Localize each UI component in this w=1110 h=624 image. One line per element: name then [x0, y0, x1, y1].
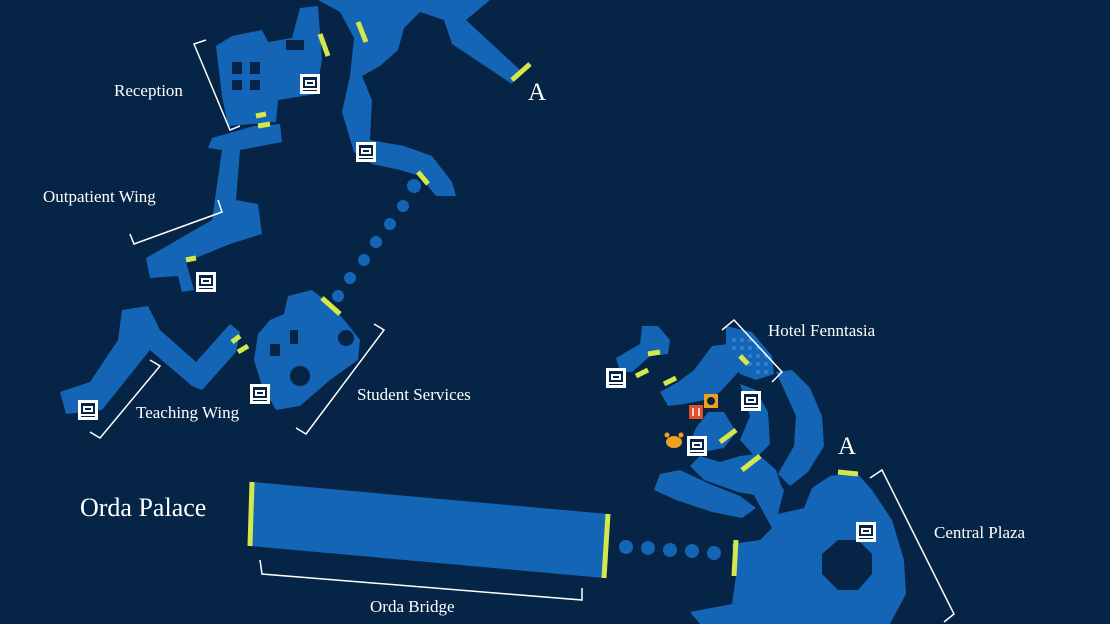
reception-building[interactable] — [216, 6, 322, 126]
bracket-outpatient — [129, 199, 223, 245]
elevator-icon[interactable] — [196, 272, 216, 292]
label-orda-palace: Orda Palace — [80, 493, 206, 522]
label-teaching-wing: Teaching Wing — [136, 403, 240, 422]
label-reception: Reception — [114, 81, 183, 100]
elevator-icon[interactable] — [606, 368, 626, 388]
label-hotel: Hotel Fenntasia — [768, 321, 876, 340]
bracket-student-services — [295, 323, 386, 435]
elevator-icon[interactable] — [856, 522, 876, 542]
bracket-teaching — [89, 359, 162, 439]
hotel-cluster[interactable] — [616, 326, 824, 518]
entrances — [185, 21, 859, 579]
elevator-icon[interactable] — [78, 400, 98, 420]
label-orda-bridge: Orda Bridge — [370, 597, 455, 616]
teaching-wing-building[interactable] — [60, 306, 240, 414]
elevator-icon[interactable] — [356, 142, 376, 162]
outpatient-building[interactable] — [146, 124, 282, 292]
restaurant-icon[interactable] — [689, 405, 703, 419]
skywalk-dots-north — [332, 179, 421, 302]
bracket-orda-bridge — [259, 559, 583, 601]
central-plaza-building[interactable] — [690, 462, 906, 624]
north-hall-building[interactable] — [318, 0, 520, 196]
bracket-central-plaza — [869, 468, 955, 623]
elevator-icon[interactable] — [687, 436, 707, 456]
pet-icon[interactable] — [664, 432, 684, 449]
label-central-plaza: Central Plaza — [934, 523, 1026, 542]
label-outpatient-wing: Outpatient Wing — [43, 187, 156, 206]
cafe-icon[interactable] — [704, 394, 718, 408]
hotel-dots — [732, 338, 768, 374]
elevator-icon[interactable] — [250, 384, 270, 404]
bracket-hotel — [721, 318, 784, 383]
skywalk-dots-south — [619, 540, 721, 560]
label-exit-a-north: A — [528, 79, 546, 106]
elevator-icon[interactable] — [741, 391, 761, 411]
bracket-reception — [192, 39, 241, 131]
elevator-icon[interactable] — [300, 74, 320, 94]
orda-bridge-building[interactable] — [250, 482, 608, 578]
label-student-services: Student Services — [357, 385, 471, 404]
label-exit-a-plaza: A — [838, 433, 856, 460]
student-services-building[interactable] — [254, 290, 360, 410]
